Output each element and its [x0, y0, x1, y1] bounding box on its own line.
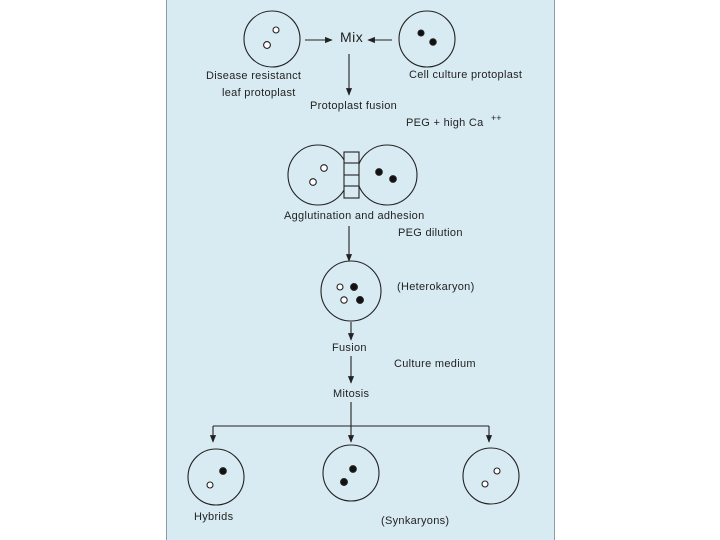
diagram-panel: [166, 0, 555, 540]
open-nucleus: [481, 480, 489, 488]
open-nucleus: [309, 178, 317, 186]
label-heterokaryon: (Heterokaryon): [397, 281, 475, 293]
open-nucleus: [263, 41, 271, 49]
label-mix: Mix: [340, 29, 364, 45]
filled-nucleus: [375, 168, 383, 176]
label-protoplast-fusion: Protoplast fusion: [310, 100, 398, 112]
label-peg-dilution: PEG dilution: [398, 227, 463, 239]
open-nucleus: [320, 164, 328, 172]
hybrid-cell-middle: [322, 444, 380, 502]
hybrid-cell-right: [462, 447, 520, 505]
label-culture-medium: Culture medium: [394, 358, 476, 370]
fusing-cell-right: [356, 144, 418, 206]
filled-nucleus: [349, 465, 357, 473]
label-synkaryons: (Synkaryons): [381, 515, 450, 527]
filled-nucleus: [429, 38, 437, 46]
filled-nucleus: [389, 175, 397, 183]
open-nucleus: [206, 481, 214, 489]
label-peg-high-ca: PEG + high Ca: [406, 117, 484, 129]
label-disease-resistant-line1: Disease resistanct: [206, 70, 302, 82]
label-disease-resistant-line2: leaf protoplast: [222, 87, 296, 99]
open-nucleus: [493, 467, 501, 475]
filled-nucleus: [219, 467, 227, 475]
label-fusion: Fusion: [332, 342, 367, 354]
label-mitosis: Mitosis: [333, 388, 370, 400]
filled-nucleus: [417, 29, 425, 37]
open-nucleus: [272, 26, 280, 34]
label-cell-culture: Cell culture protoplast: [409, 69, 523, 81]
leaf-protoplast-cell: [243, 10, 301, 68]
fusing-cell-left: [287, 144, 349, 206]
label-hybrids: Hybrids: [194, 511, 234, 523]
culture-protoplast-cell: [398, 10, 456, 68]
label-peg-superscript: ++: [491, 113, 502, 123]
filled-nucleus: [340, 478, 348, 486]
hybrid-cell-left: [187, 448, 245, 506]
open-nucleus: [340, 296, 348, 304]
open-nucleus: [336, 283, 344, 291]
heterokaryon-cell: [320, 260, 382, 322]
label-agglutination: Agglutination and adhesion: [284, 210, 425, 222]
filled-nucleus: [356, 296, 364, 304]
filled-nucleus: [350, 283, 358, 291]
